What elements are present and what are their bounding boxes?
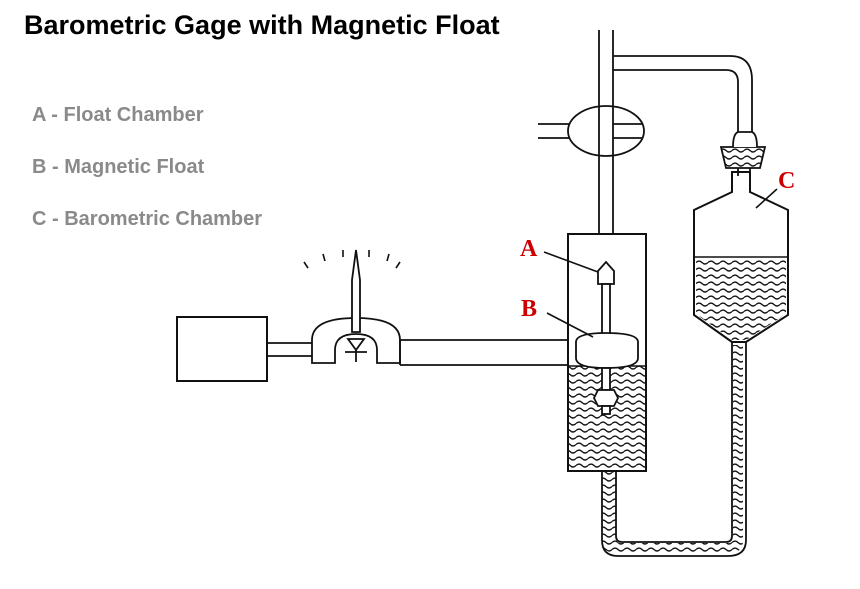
recorder-box [176, 316, 268, 382]
indicator-gauge [311, 249, 401, 364]
callout-label-a: A [520, 236, 538, 262]
callout-leaders [543, 188, 778, 338]
connecting-u-tube [601, 342, 747, 557]
page-title: Barometric Gage with Magnetic Float [24, 10, 500, 40]
legend-item-magnetic-float: B - Magnetic Float [32, 156, 205, 178]
horizontal-pipe [399, 339, 568, 366]
barometric-chamber [693, 171, 789, 343]
reservoir-cup [719, 131, 767, 176]
connector-pipe [267, 342, 312, 357]
callout-label-c: C [778, 168, 795, 194]
gauge-tick-marks [303, 250, 401, 269]
legend-item-float-chamber: A - Float Chamber [32, 104, 204, 126]
top-tube [613, 55, 753, 132]
valve-bulb [538, 105, 645, 157]
magnetic-float [575, 332, 639, 369]
callout-label-b: B [521, 296, 537, 322]
legend-item-barometric-chamber: C - Barometric Chamber [32, 208, 263, 230]
float-rod-assembly [575, 260, 639, 415]
